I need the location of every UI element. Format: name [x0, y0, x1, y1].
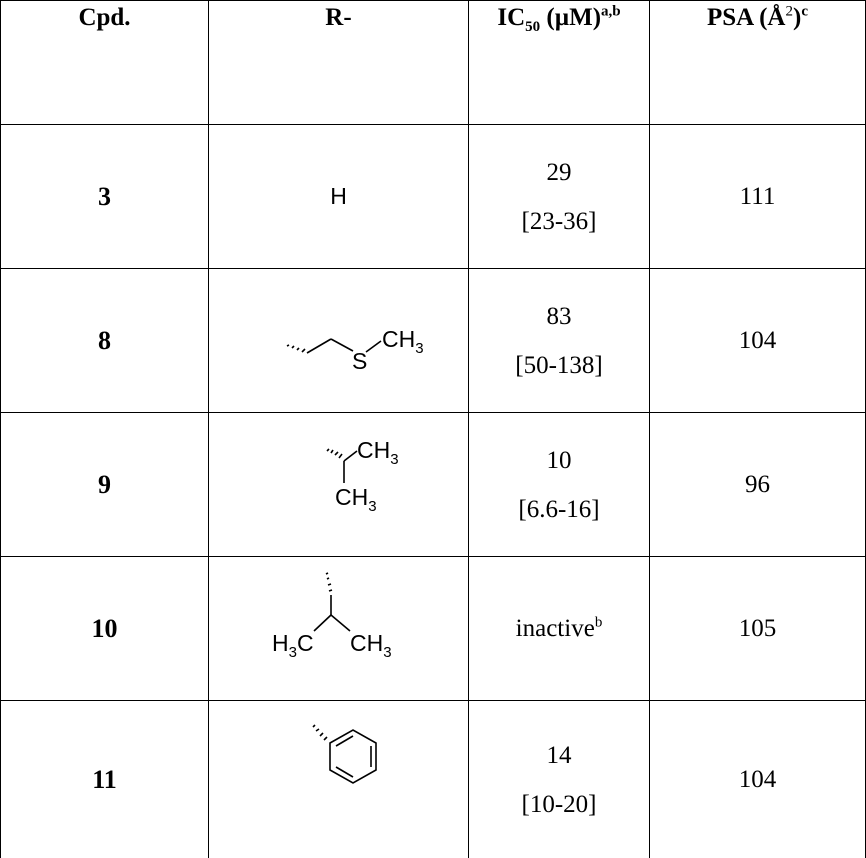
row-8-cpd: 8 [98, 325, 111, 355]
table-border-top [0, 0, 866, 1]
row-11-cpd: 11 [92, 764, 117, 794]
row-3-cpd: 3 [98, 181, 111, 211]
svg-text:CH3: CH3 [335, 484, 377, 515]
header-psa: PSA (Å2)c [650, 1, 865, 124]
row-divider-4 [0, 556, 866, 557]
svg-text:CH3: CH3 [382, 326, 424, 357]
row-10-r-structure: H3C CH3 [272, 572, 392, 661]
row-divider-1 [0, 124, 866, 125]
row-3-ic50: 29[23-36] [521, 158, 597, 235]
hydrogen-label: H [330, 183, 347, 209]
header-r: R- [209, 1, 468, 124]
row-10-cpd: 10 [91, 613, 118, 643]
column-divider-3 [468, 0, 469, 858]
header-ic50-label: IC50 (µM)a,b [497, 3, 621, 35]
column-divider-1 [0, 0, 1, 858]
row-11-psa: 104 [738, 765, 777, 793]
row-9-r-structure: CH3 CH3 [326, 437, 399, 515]
header-psa-label: PSA (Å2)c [707, 3, 808, 31]
column-divider-2 [208, 0, 209, 858]
row-8-ic50: 83[50-138] [515, 302, 603, 379]
row-10-ic50: inactiveb [515, 614, 603, 642]
row-3-r-group: H [209, 125, 468, 268]
row-3-psa: 111 [739, 182, 776, 210]
svg-text:H3C: H3C [272, 630, 314, 661]
row-11-ic50: 14[10-20] [521, 741, 597, 818]
svg-text:CH3: CH3 [350, 630, 392, 661]
row-8-psa: 104 [738, 326, 777, 354]
row-9-psa: 96 [745, 470, 770, 498]
row-9-cpd: 9 [98, 469, 111, 499]
header-r-label: R- [325, 4, 352, 31]
row-10-psa: 105 [738, 614, 777, 642]
header-cpd: Cpd. [1, 1, 208, 124]
svg-text:S: S [352, 348, 367, 374]
row-divider-2 [0, 268, 866, 269]
row-9-ic50: 10[6.6-16] [518, 446, 600, 523]
row-11-r-structure [312, 724, 377, 784]
row-divider-3 [0, 412, 866, 413]
svg-text:CH3: CH3 [357, 437, 399, 468]
header-ic50: IC50 (µM)a,b [469, 1, 649, 124]
row-8-r-structure: S CH3 [286, 326, 424, 374]
header-cpd-label: Cpd. [78, 4, 131, 31]
column-divider-4 [649, 0, 650, 858]
row-divider-5 [0, 700, 866, 701]
